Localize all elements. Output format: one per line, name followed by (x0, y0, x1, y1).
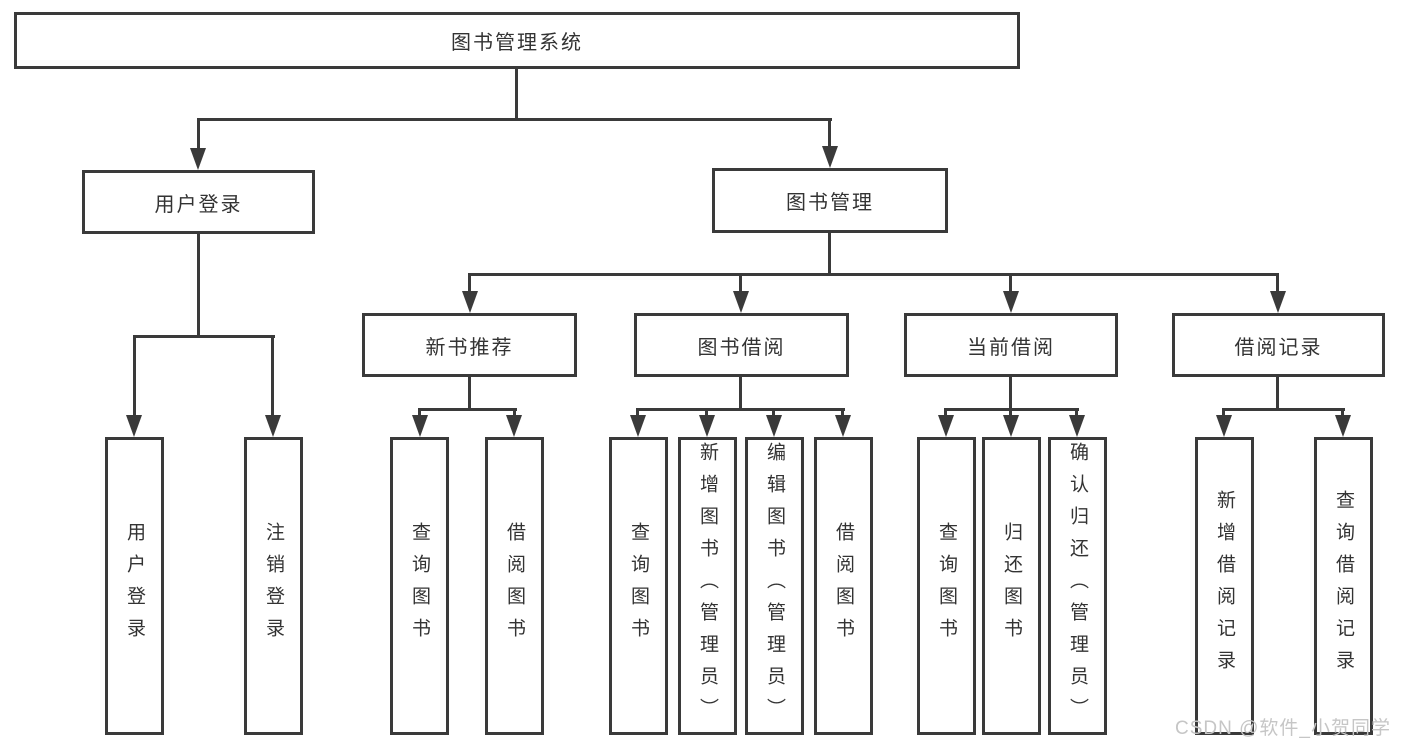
arrow-down-icon (190, 148, 206, 170)
leaf-add-books-admin: 新增图书（管理员） (678, 437, 737, 735)
leaf-query-books-borrow: 查询图书 (609, 437, 668, 735)
connector-line (705, 408, 708, 418)
connector-line (197, 234, 200, 335)
connector-line (133, 335, 136, 417)
csdn-watermark: CSDN @软件_小贺同学 (1175, 718, 1391, 739)
arrow-down-icon (506, 415, 522, 437)
node-current-borrow: 当前借阅 (904, 313, 1118, 377)
connector-line (739, 377, 742, 410)
connector-line (1222, 408, 1225, 418)
arrow-down-icon (1216, 415, 1232, 437)
arrow-down-icon (1003, 291, 1019, 313)
connector-line (944, 408, 947, 418)
arrow-down-icon (265, 415, 281, 437)
arrow-down-icon (1335, 415, 1351, 437)
node-new-book-recommend: 新书推荐 (362, 313, 577, 377)
node-book-management: 图书管理 (712, 168, 948, 233)
connector-line (197, 118, 832, 121)
connector-line (515, 68, 518, 118)
arrow-down-icon (699, 415, 715, 437)
node-borrow-records: 借阅记录 (1172, 313, 1385, 377)
connector-line (468, 273, 471, 293)
connector-line (1009, 273, 1012, 293)
connector-line (513, 408, 516, 418)
leaf-return-books: 归还图书 (982, 437, 1041, 735)
arrow-down-icon (126, 415, 142, 437)
leaf-edit-books-admin: 编辑图书（管理员） (745, 437, 804, 735)
connector-line (1222, 408, 1345, 411)
leaf-user-login: 用户登录 (105, 437, 164, 735)
leaf-logout: 注销登录 (244, 437, 303, 735)
connector-line (468, 377, 471, 410)
connector-line (197, 118, 200, 150)
arrow-down-icon (630, 415, 646, 437)
leaf-borrow-books: 借阅图书 (814, 437, 873, 735)
connector-line (841, 408, 844, 418)
connector-line (133, 335, 275, 338)
arrow-down-icon (1003, 415, 1019, 437)
arrow-down-icon (733, 291, 749, 313)
connector-line (468, 273, 1278, 276)
leaf-confirm-return-admin: 确认归还（管理员） (1048, 437, 1107, 735)
connector-line (739, 273, 742, 293)
arrow-down-icon (462, 291, 478, 313)
connector-line (772, 408, 775, 418)
arrow-down-icon (766, 415, 782, 437)
leaf-borrow-books-recommend: 借阅图书 (485, 437, 544, 735)
connector-line (1075, 408, 1078, 418)
arrow-down-icon (1270, 291, 1286, 313)
arrow-down-icon (822, 146, 838, 168)
node-user-login: 用户登录 (82, 170, 315, 234)
connector-line (1276, 377, 1279, 410)
connector-line (271, 335, 274, 417)
connector-line (1341, 408, 1344, 418)
leaf-query-borrow-record: 查询借阅记录 (1314, 437, 1373, 735)
arrow-down-icon (412, 415, 428, 437)
arrow-down-icon (835, 415, 851, 437)
node-book-borrow: 图书借阅 (634, 313, 849, 377)
connector-line (418, 408, 517, 411)
connector-line (1009, 377, 1012, 410)
leaf-query-books-recommend: 查询图书 (390, 437, 449, 735)
node-root: 图书管理系统 (14, 12, 1020, 69)
connector-line (636, 408, 845, 411)
arrow-down-icon (938, 415, 954, 437)
connector-line (828, 233, 831, 273)
connector-line (1276, 273, 1279, 293)
leaf-query-books-current: 查询图书 (917, 437, 976, 735)
connector-line (1009, 408, 1012, 418)
connector-line (418, 408, 421, 418)
connector-line (828, 118, 831, 148)
arrow-down-icon (1069, 415, 1085, 437)
connector-line (636, 408, 639, 418)
leaf-add-borrow-record: 新增借阅记录 (1195, 437, 1254, 735)
